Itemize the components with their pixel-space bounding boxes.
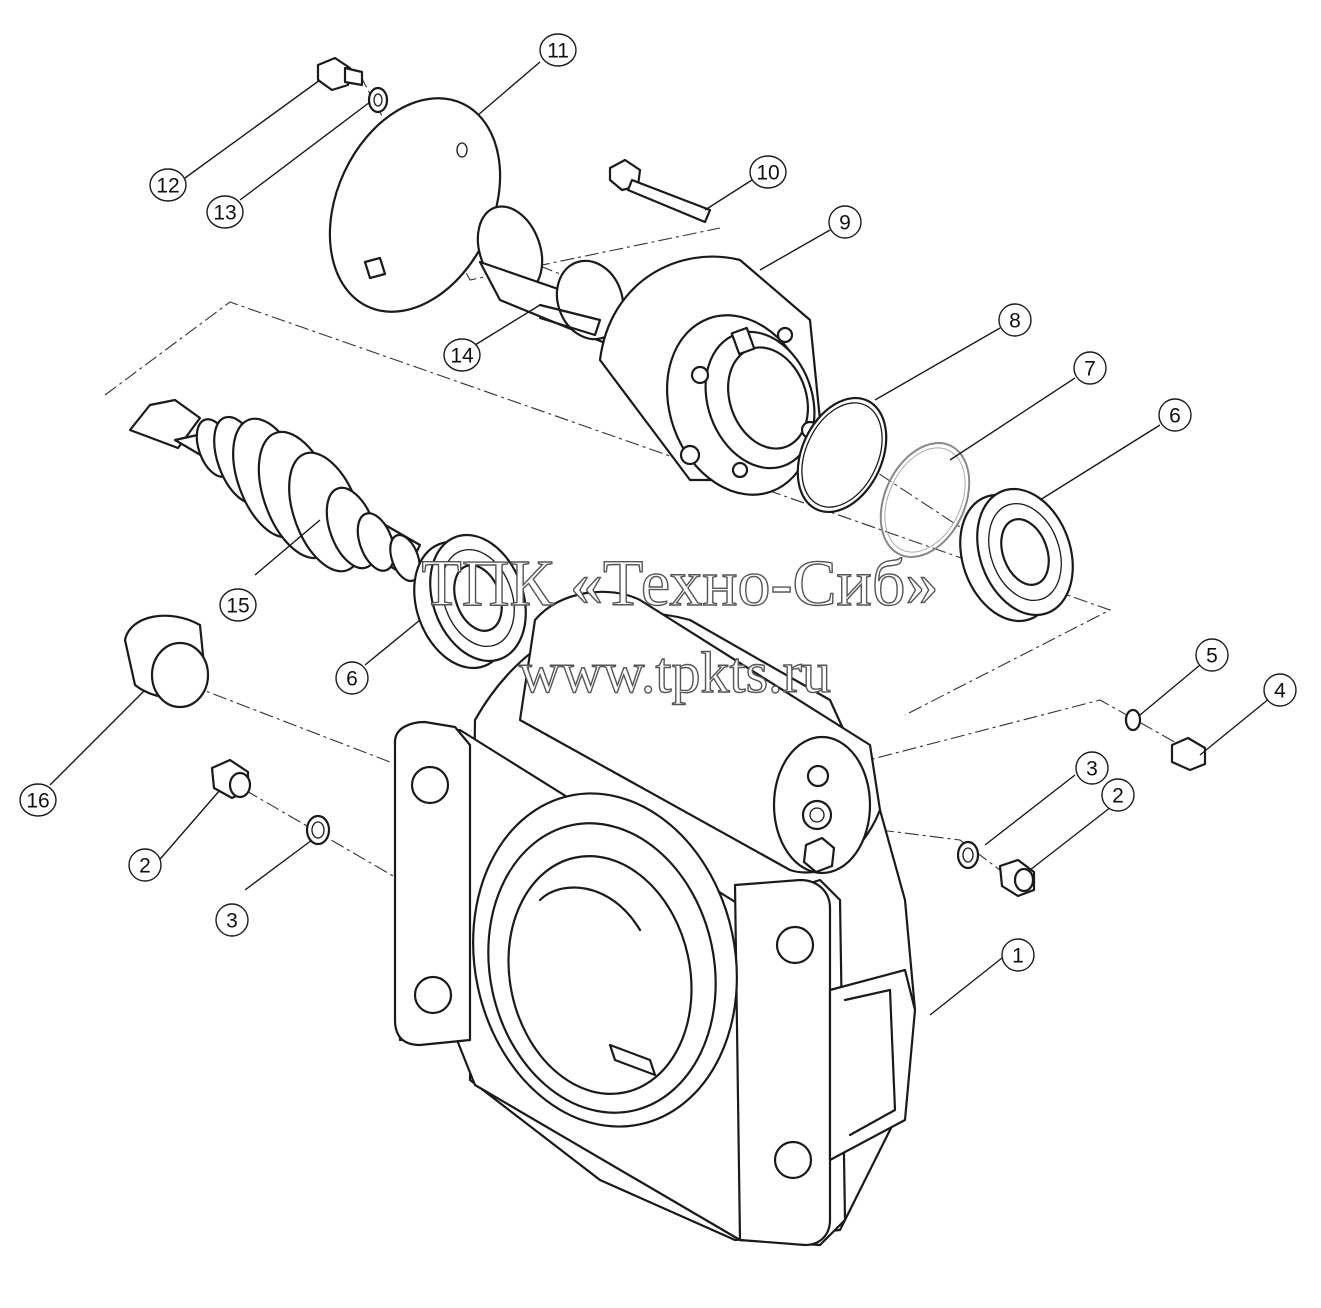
washer-part-3-right	[956, 840, 980, 870]
callout-label: 5	[1206, 645, 1218, 668]
callout-14: 14	[443, 338, 481, 372]
callout-label: 8	[1009, 310, 1021, 333]
cap-part-16	[123, 614, 210, 709]
callout-1: 1	[1001, 938, 1035, 972]
bearing-housing-part-9	[598, 255, 822, 496]
callout-label: 6	[346, 668, 358, 691]
callout-label: 13	[213, 202, 236, 225]
callout-label: 11	[547, 40, 569, 63]
callout-6-right: 6	[1158, 398, 1192, 432]
plug-part-2-left	[210, 758, 252, 800]
cover-plate-part-11	[328, 97, 502, 313]
callout-2-right: 2	[1101, 778, 1135, 812]
callout-label: 2	[1112, 785, 1124, 808]
callout-label: 9	[839, 212, 851, 235]
callout-6-left: 6	[335, 661, 369, 695]
callout-8: 8	[998, 303, 1032, 337]
callout-label: 16	[26, 790, 49, 813]
callout-label: 15	[226, 595, 249, 618]
housing-part-1	[393, 590, 917, 1247]
bearing-part-6-right	[959, 487, 1074, 623]
callout-2-left: 2	[128, 848, 162, 882]
callout-15: 15	[219, 588, 257, 622]
watermark: ТПК «Техно-Сиб» www.tpkts.ru	[421, 546, 939, 705]
callout-3-left: 3	[215, 903, 249, 937]
callout-label: 12	[156, 175, 179, 198]
bushing-part-14	[476, 205, 625, 347]
watermark-url: www.tpkts.ru	[519, 640, 831, 705]
washer-part-5	[1124, 708, 1142, 732]
callout-label: 4	[1274, 680, 1286, 703]
bearing-part-6-left	[413, 533, 527, 670]
callout-label: 6	[1169, 405, 1181, 428]
callout-label: 3	[1086, 758, 1098, 781]
plug-part-2-right	[998, 858, 1036, 898]
callout-3-right: 3	[1075, 751, 1109, 785]
worm-shaft-part-15	[128, 398, 422, 583]
bolt-part-12	[316, 56, 364, 92]
o-ring-part-8	[796, 396, 888, 514]
plug-part-4	[1170, 736, 1207, 772]
callout-4: 4	[1263, 673, 1297, 707]
gasket-part-7	[879, 442, 971, 558]
callout-label: 1	[1012, 945, 1024, 968]
callout-7: 7	[1073, 351, 1107, 385]
callout-12: 12	[149, 168, 187, 202]
callout-16: 16	[19, 783, 57, 817]
callout-5: 5	[1195, 638, 1229, 672]
callout-label: 14	[450, 345, 474, 368]
callout-11: 11	[539, 33, 577, 67]
callout-10: 10	[749, 155, 787, 189]
callout-label: 10	[756, 162, 779, 185]
leader-lines	[49, 61, 1271, 1016]
bolt-part-10	[608, 158, 712, 224]
washer-part-3-left	[305, 814, 331, 846]
callout-label: 2	[139, 855, 151, 878]
callout-13: 13	[206, 195, 244, 229]
watermark-company: ТПК «Техно-Сиб»	[422, 547, 939, 620]
callout-label: 7	[1084, 358, 1096, 381]
callout-label: 3	[226, 910, 238, 933]
callout-9: 9	[828, 205, 862, 239]
washer-part-13	[367, 86, 389, 114]
